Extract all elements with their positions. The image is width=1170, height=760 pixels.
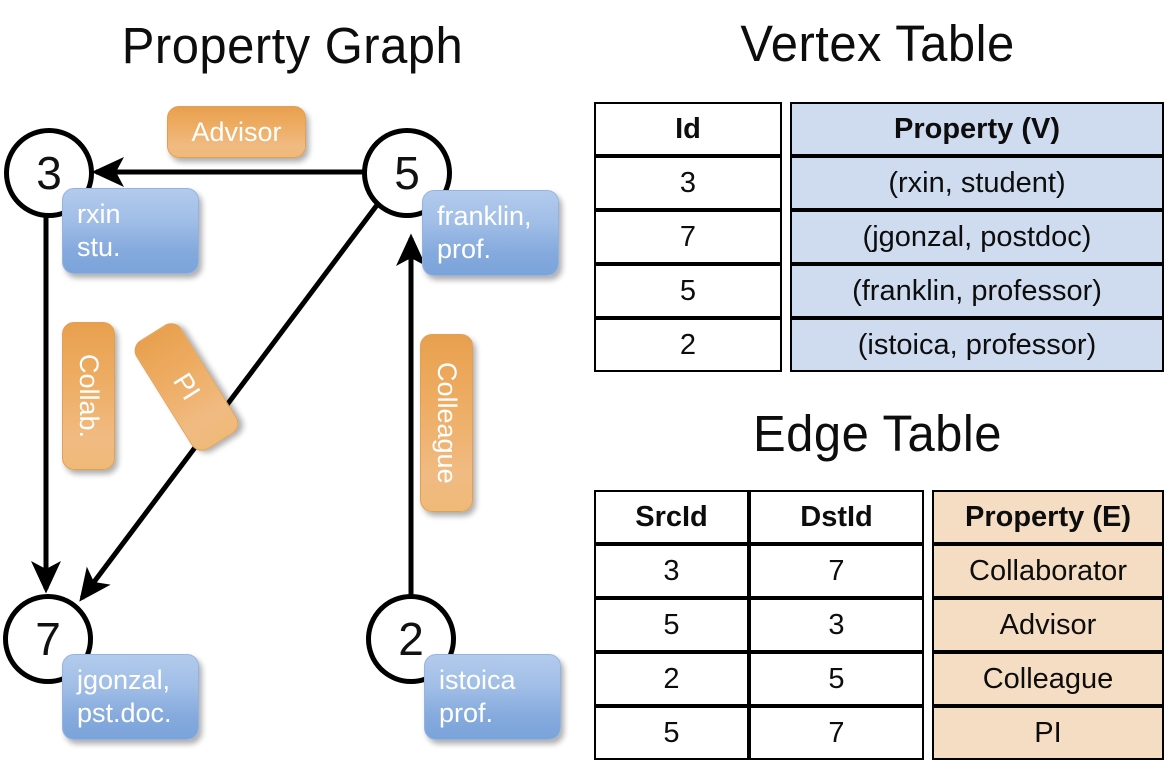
graph-node-3-label: 3 bbox=[36, 147, 62, 199]
table-header-row: Id Property (V) bbox=[594, 102, 1164, 156]
edge-cell-src: 5 bbox=[594, 598, 749, 652]
table-row[interactable]: 5 7 PI bbox=[594, 706, 1164, 760]
table-row[interactable]: 7 (jgonzal, postdoc) bbox=[594, 210, 1164, 264]
table-row[interactable]: 5 3 Advisor bbox=[594, 598, 1164, 652]
column-gap bbox=[782, 102, 790, 156]
vertex-property-box-istoica-text: istoica prof. bbox=[439, 665, 516, 728]
vertex-property-box-rxin-text: rxin stu. bbox=[77, 199, 121, 262]
page-title-edge-table: Edge Table bbox=[753, 405, 1002, 462]
vertex-cell-property: (jgonzal, postdoc) bbox=[790, 210, 1164, 264]
vertex-cell-id: 7 bbox=[594, 210, 782, 264]
column-gap bbox=[924, 598, 932, 652]
vertex-property-box-rxin[interactable]: rxin stu. bbox=[62, 188, 199, 274]
column-gap bbox=[924, 652, 932, 706]
edge-property-box-collab[interactable]: Collab. bbox=[62, 322, 115, 470]
column-gap bbox=[924, 544, 932, 598]
edge-cell-property: Advisor bbox=[932, 598, 1164, 652]
edge-cell-dst: 5 bbox=[749, 652, 924, 706]
column-gap bbox=[924, 490, 932, 544]
edge-property-box-pi-text: PI bbox=[167, 367, 207, 406]
edge-col-header-srcid: SrcId bbox=[594, 490, 749, 544]
edge-cell-dst: 7 bbox=[749, 706, 924, 760]
vertex-property-box-jgonzal-text: jgonzal, pst.doc. bbox=[77, 665, 172, 728]
vertex-property-box-jgonzal[interactable]: jgonzal, pst.doc. bbox=[62, 654, 199, 740]
vertex-cell-property: (franklin, professor) bbox=[790, 264, 1164, 318]
vertex-table: Id Property (V) 3 (rxin, student) 7 (jgo… bbox=[594, 102, 1164, 372]
edge-table: SrcId DstId Property (E) 3 7 Collaborato… bbox=[594, 490, 1164, 760]
edge-cell-dst: 3 bbox=[749, 598, 924, 652]
edge-cell-src: 5 bbox=[594, 706, 749, 760]
graph-node-2-label: 2 bbox=[398, 613, 424, 665]
edge-property-box-colleague[interactable]: Colleague bbox=[420, 334, 473, 512]
edge-property-box-collab-text: Collab. bbox=[73, 353, 104, 439]
table-row[interactable]: 2 (istoica, professor) bbox=[594, 318, 1164, 372]
vertex-cell-property: (istoica, professor) bbox=[790, 318, 1164, 372]
vertex-cell-property: (rxin, student) bbox=[790, 156, 1164, 210]
column-gap bbox=[782, 318, 790, 372]
vertex-property-box-istoica[interactable]: istoica prof. bbox=[424, 654, 561, 740]
edge-cell-src: 2 bbox=[594, 652, 749, 706]
edge-property-box-advisor-text: Advisor bbox=[191, 116, 282, 147]
graph-node-2[interactable]: 2 bbox=[366, 594, 456, 684]
edge-col-header-property: Property (E) bbox=[932, 490, 1164, 544]
column-gap bbox=[782, 156, 790, 210]
column-gap bbox=[782, 210, 790, 264]
vertex-col-header-id: Id bbox=[594, 102, 782, 156]
table-row[interactable]: 2 5 Colleague bbox=[594, 652, 1164, 706]
edge-cell-property: Collaborator bbox=[932, 544, 1164, 598]
vertex-col-header-property: Property (V) bbox=[790, 102, 1164, 156]
vertex-property-box-franklin[interactable]: franklin, prof. bbox=[422, 190, 559, 276]
edge-5-to-7 bbox=[79, 203, 379, 602]
table-row[interactable]: 3 (rxin, student) bbox=[594, 156, 1164, 210]
vertex-cell-id: 3 bbox=[594, 156, 782, 210]
page-title-vertex-table: Vertex Table bbox=[740, 15, 1015, 72]
property-graph-panel: Property Graph 3 5 7 2 rxin stu. frankli… bbox=[3, 17, 561, 740]
vertex-cell-id: 2 bbox=[594, 318, 782, 372]
graph-edges-svg bbox=[31, 157, 426, 602]
page-title-property-graph: Property Graph bbox=[121, 17, 464, 74]
edge-property-box-colleague-text: Colleague bbox=[431, 362, 462, 484]
graph-node-5[interactable]: 5 bbox=[362, 128, 452, 218]
edge-cell-dst: 7 bbox=[749, 544, 924, 598]
vertex-cell-id: 5 bbox=[594, 264, 782, 318]
table-row[interactable]: 3 7 Collaborator bbox=[594, 544, 1164, 598]
edge-cell-property: Colleague bbox=[932, 652, 1164, 706]
edge-col-header-dstid: DstId bbox=[749, 490, 924, 544]
table-header-row: SrcId DstId Property (E) bbox=[594, 490, 1164, 544]
vertex-property-box-franklin-text: franklin, prof. bbox=[437, 201, 532, 264]
edge-property-box-advisor[interactable]: Advisor bbox=[167, 106, 306, 158]
graph-node-7-label: 7 bbox=[35, 613, 61, 665]
edge-cell-property: PI bbox=[932, 706, 1164, 760]
table-row[interactable]: 5 (franklin, professor) bbox=[594, 264, 1164, 318]
column-gap bbox=[924, 706, 932, 760]
graph-node-5-label: 5 bbox=[394, 147, 420, 199]
column-gap bbox=[782, 264, 790, 318]
edge-cell-src: 3 bbox=[594, 544, 749, 598]
